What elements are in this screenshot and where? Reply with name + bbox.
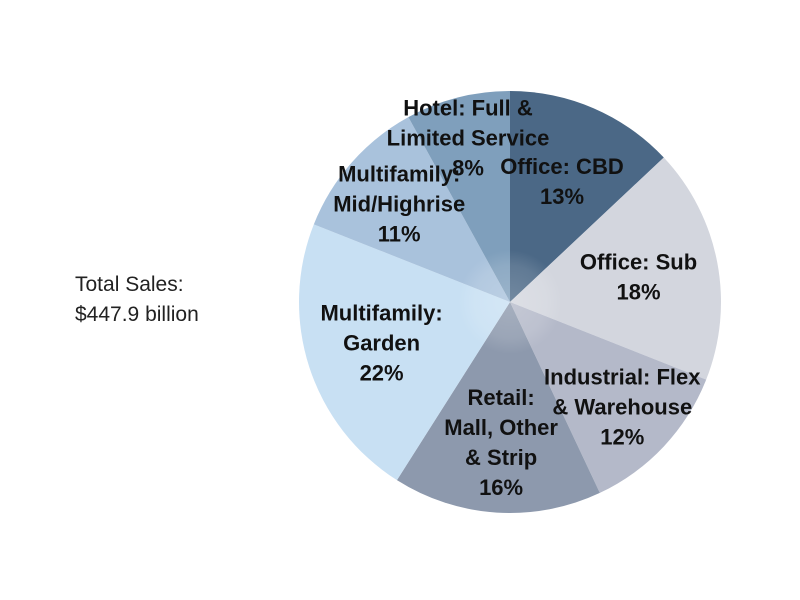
- pie-slice: [396, 302, 600, 513]
- total-sales-caption: Total Sales:: [75, 273, 184, 296]
- pie-slice-name: Garden: [343, 331, 420, 356]
- pie-slice-name: Hotel: Full &: [403, 96, 533, 121]
- pie-slice: [510, 302, 707, 493]
- pie-slice-name: Industrial: Flex: [544, 364, 701, 389]
- pie-slices: [299, 91, 721, 513]
- pie-slice: [313, 117, 510, 302]
- pie-slice-percent: 8%: [452, 156, 484, 181]
- pie-slice-label: Industrial: Flex & Warehouse 12%: [544, 364, 701, 449]
- pie-slice-name: Multifamily:: [338, 161, 460, 186]
- pie-slice-percent: 22%: [360, 361, 404, 386]
- pie-slice-name: Office: Sub: [580, 250, 697, 275]
- pie-slice-percent: 13%: [540, 184, 584, 209]
- pie-slice-name: Office: CBD: [500, 154, 623, 179]
- pie-slice: [408, 91, 510, 302]
- pie-slice-name: Multifamily:: [320, 301, 442, 326]
- pie-slice: [510, 91, 664, 302]
- pie-slice-label: Multifamily: Mid/Highrise 11%: [333, 161, 465, 246]
- pie-slice-label: Multifamily: Garden 22%: [320, 301, 442, 386]
- total-sales-value: $447.9 billion: [75, 303, 199, 326]
- pie-center-highlight: [458, 250, 562, 354]
- pie-slice-percent: 12%: [600, 424, 644, 449]
- pie-slice-label: Retail: Mall, Other & Strip 16%: [444, 385, 558, 500]
- pie-slice-name: & Warehouse: [552, 394, 692, 419]
- pie-slice-label: Office: CBD 13%: [500, 154, 623, 209]
- pie-slice-name: & Strip: [465, 445, 537, 470]
- pie-slice-name: Retail:: [467, 385, 534, 410]
- pie-slice: [510, 157, 721, 380]
- pie-slice-percent: 16%: [479, 475, 523, 500]
- total-sales-label: Total Sales: $447.9 billion: [75, 270, 199, 330]
- pie-slice-label: Office: Sub 18%: [580, 250, 697, 305]
- pie-slice-name: Limited Service: [387, 126, 550, 151]
- pie-slice-percent: 18%: [616, 280, 660, 305]
- pie-slice: [299, 224, 510, 481]
- pie-slice-label: Hotel: Full & Limited Service 8%: [387, 96, 550, 181]
- pie-slice-name: Mid/Highrise: [333, 191, 465, 216]
- pie-labels: Office: CBD 13% Office: Sub 18% Industrial: …: [320, 96, 701, 501]
- pie-slice-percent: 11%: [378, 221, 421, 246]
- pie-slice-name: Mall, Other: [444, 415, 558, 440]
